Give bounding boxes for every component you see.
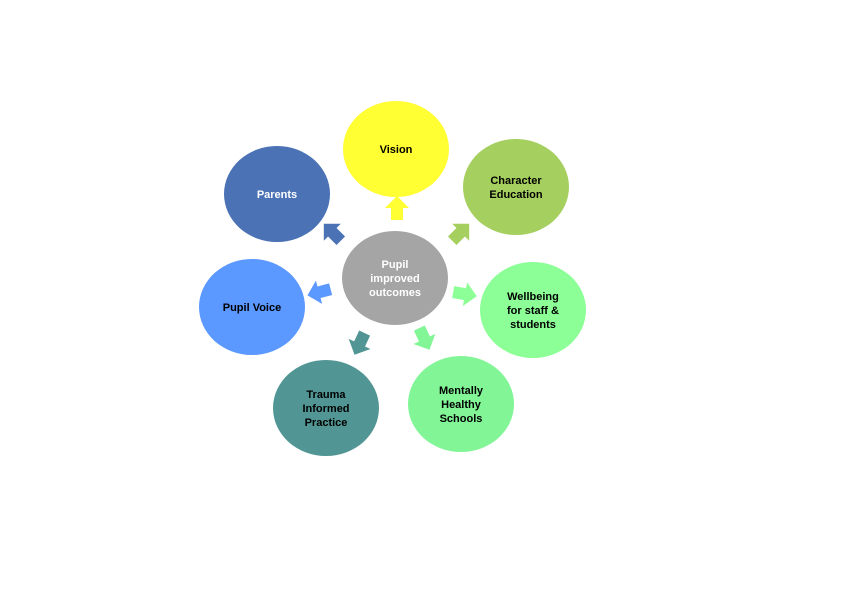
trauma-informed-practice-arrow — [348, 330, 371, 355]
pupil-voice-circle — [199, 259, 305, 355]
parents-label-line-1: Parents — [257, 189, 297, 201]
trauma-informed-practice-label-line-1: Trauma — [306, 389, 346, 401]
wellbeing-arrow — [452, 282, 477, 306]
center-label-line-3: outcomes — [369, 287, 421, 299]
wellbeing-label-line-3: students — [510, 319, 556, 331]
mentally-healthy-schools-label-line-2: Healthy — [441, 399, 482, 411]
center-label-line-1: Pupil — [382, 259, 409, 271]
vision-arrow — [385, 196, 409, 220]
vision-circle — [343, 101, 449, 197]
character-education-circle — [463, 139, 569, 235]
trauma-informed-practice-label-line-2: Informed — [302, 403, 349, 415]
pupil-voice-label-line-1: Pupil Voice — [223, 302, 281, 314]
parents-arrow — [323, 223, 346, 246]
trauma-informed-practice-circle — [273, 360, 379, 456]
pupil-voice-node: Pupil Voice — [199, 259, 305, 355]
parents-node: Parents — [224, 146, 330, 242]
trauma-informed-practice-label-line-3: Practice — [305, 417, 348, 429]
wellbeing-label-line-1: Wellbeing — [507, 291, 559, 303]
wellbeing-circle — [480, 262, 586, 358]
mentally-healthy-schools-label-line-3: Schools — [440, 413, 483, 425]
mentally-healthy-schools-arrow — [413, 325, 436, 350]
mentally-healthy-schools-circle — [408, 356, 514, 452]
pupil-voice-arrow — [307, 280, 333, 304]
arrows-layer — [307, 196, 477, 355]
center-label-line-2: improved — [370, 273, 420, 285]
character-education-label-line-2: Education — [489, 189, 542, 201]
character-education-arrow — [447, 223, 470, 246]
center-node: Pupil improved outcomes — [342, 231, 448, 325]
mentally-healthy-schools-label-line-1: Mentally — [439, 385, 484, 397]
wellbeing-node: Wellbeing for staff & students — [480, 262, 586, 358]
character-education-label-line-1: Character — [490, 175, 542, 187]
vision-label-line-1: Vision — [380, 144, 413, 156]
parents-circle — [224, 146, 330, 242]
center-circle — [342, 231, 448, 325]
vision-node: Vision — [343, 101, 449, 197]
wellbeing-label-line-2: for staff & — [507, 305, 559, 317]
